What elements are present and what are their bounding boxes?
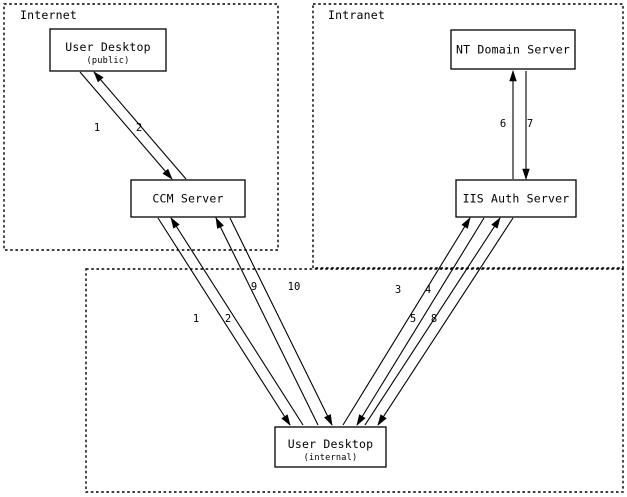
- flow-flow-1-public: [79, 71, 173, 180]
- flow-flow-9: [215, 217, 319, 426]
- flow-line-flow-2-public: [93, 71, 187, 180]
- node-iis-auth-server[interactable]: IIS Auth Server: [455, 179, 577, 218]
- flow-flow-10: [229, 217, 333, 426]
- arrow-head-icon-flow-3: [461, 217, 471, 229]
- node-title-ccm-server: CCM Server: [152, 192, 223, 206]
- flow-line-flow-4: [356, 217, 485, 426]
- node-box-user-desktop-public[interactable]: [49, 28, 167, 72]
- node-user-desktop-internal[interactable]: User Desktop (internal): [274, 426, 387, 468]
- node-ccm-server[interactable]: CCM Server: [130, 179, 246, 218]
- zone-label-intranet: Intranet: [328, 8, 385, 22]
- nodes-layer: User Desktop (public) CCM Server NT Domain …: [49, 28, 577, 468]
- flow-step-label-flow-5: 5: [410, 313, 416, 325]
- node-subtitle-user-desktop-public: (public): [87, 56, 130, 66]
- flow-step-label-flow-7: 7: [527, 118, 533, 130]
- zone-label-internet: Internet: [20, 8, 77, 22]
- node-subtitle-user-desktop-internal: (internal): [304, 453, 358, 463]
- flow-line-flow-1-public: [79, 71, 173, 180]
- arrow-head-icon-flow-8: [377, 414, 387, 426]
- arrow-head-icon-flow-4: [356, 414, 366, 426]
- flow-line-flow-9: [215, 217, 319, 426]
- flow-step-label-flow-2-public: 2: [136, 122, 142, 134]
- flow-step-label-flow-4: 4: [425, 284, 431, 296]
- flow-line-flow-3: [342, 217, 471, 426]
- flow-step-label-flow-1-internal: 1: [193, 313, 199, 325]
- flow-flow-6: [509, 70, 517, 179]
- arrow-head-icon-flow-6: [509, 70, 517, 82]
- arrow-head-icon-flow-7: [522, 168, 530, 180]
- flow-step-label-flow-3: 3: [395, 284, 401, 296]
- arrow-head-icon-flow-9: [215, 217, 224, 229]
- flow-line-flow-2-internal: [170, 217, 304, 426]
- node-title-iis-auth-server: IIS Auth Server: [463, 192, 570, 206]
- zone-internet: Internet: [3, 3, 279, 251]
- flow-step-labels-layer: 1 2 1 2 9 10 3 4 5 8 6 7: [94, 118, 533, 325]
- node-user-desktop-public[interactable]: User Desktop (public): [49, 28, 167, 72]
- arrow-head-icon-flow-1-public: [162, 168, 173, 180]
- flow-flow-3: [342, 217, 471, 426]
- node-nt-domain-server[interactable]: NT Domain Server: [450, 29, 576, 70]
- flows-layer: [79, 70, 530, 426]
- flow-step-label-flow-8: 8: [431, 313, 437, 325]
- flow-step-label-flow-9: 9: [251, 281, 257, 293]
- arrow-head-icon-flow-2-internal: [170, 217, 180, 229]
- node-title-user-desktop-internal: User Desktop: [288, 437, 373, 451]
- node-title-nt-domain-server: NT Domain Server: [456, 43, 570, 57]
- zone-boundary-internet: [3, 3, 279, 251]
- flow-step-label-flow-10: 10: [288, 281, 301, 293]
- arrow-head-icon-flow-1-internal: [281, 414, 291, 426]
- flow-line-flow-5: [364, 217, 501, 426]
- node-box-iis-auth-server[interactable]: [455, 179, 577, 218]
- flow-line-flow-10: [229, 217, 333, 426]
- flow-step-label-flow-6: 6: [500, 118, 506, 130]
- flow-flow-2-internal: [170, 217, 304, 426]
- node-box-ccm-server[interactable]: [130, 179, 246, 218]
- flow-flow-7: [522, 71, 530, 180]
- flow-line-flow-8: [377, 217, 514, 426]
- flow-flow-8: [377, 217, 514, 426]
- flow-flow-2-public: [93, 71, 187, 180]
- flow-flow-1-internal: [157, 217, 291, 426]
- node-box-user-desktop-internal[interactable]: [274, 426, 387, 468]
- flow-line-flow-1-internal: [157, 217, 291, 426]
- arrow-head-icon-flow-10: [324, 414, 333, 426]
- flow-step-label-flow-1-public: 1: [94, 122, 100, 134]
- arrow-head-icon-flow-2-public: [93, 71, 104, 83]
- flow-flow-4: [356, 217, 485, 426]
- flow-step-label-flow-2-internal: 2: [225, 313, 231, 325]
- node-box-nt-domain-server[interactable]: [450, 29, 576, 70]
- arrow-head-icon-flow-5: [491, 217, 501, 229]
- flow-flow-5: [364, 217, 501, 426]
- node-title-user-desktop-public: User Desktop: [65, 40, 150, 54]
